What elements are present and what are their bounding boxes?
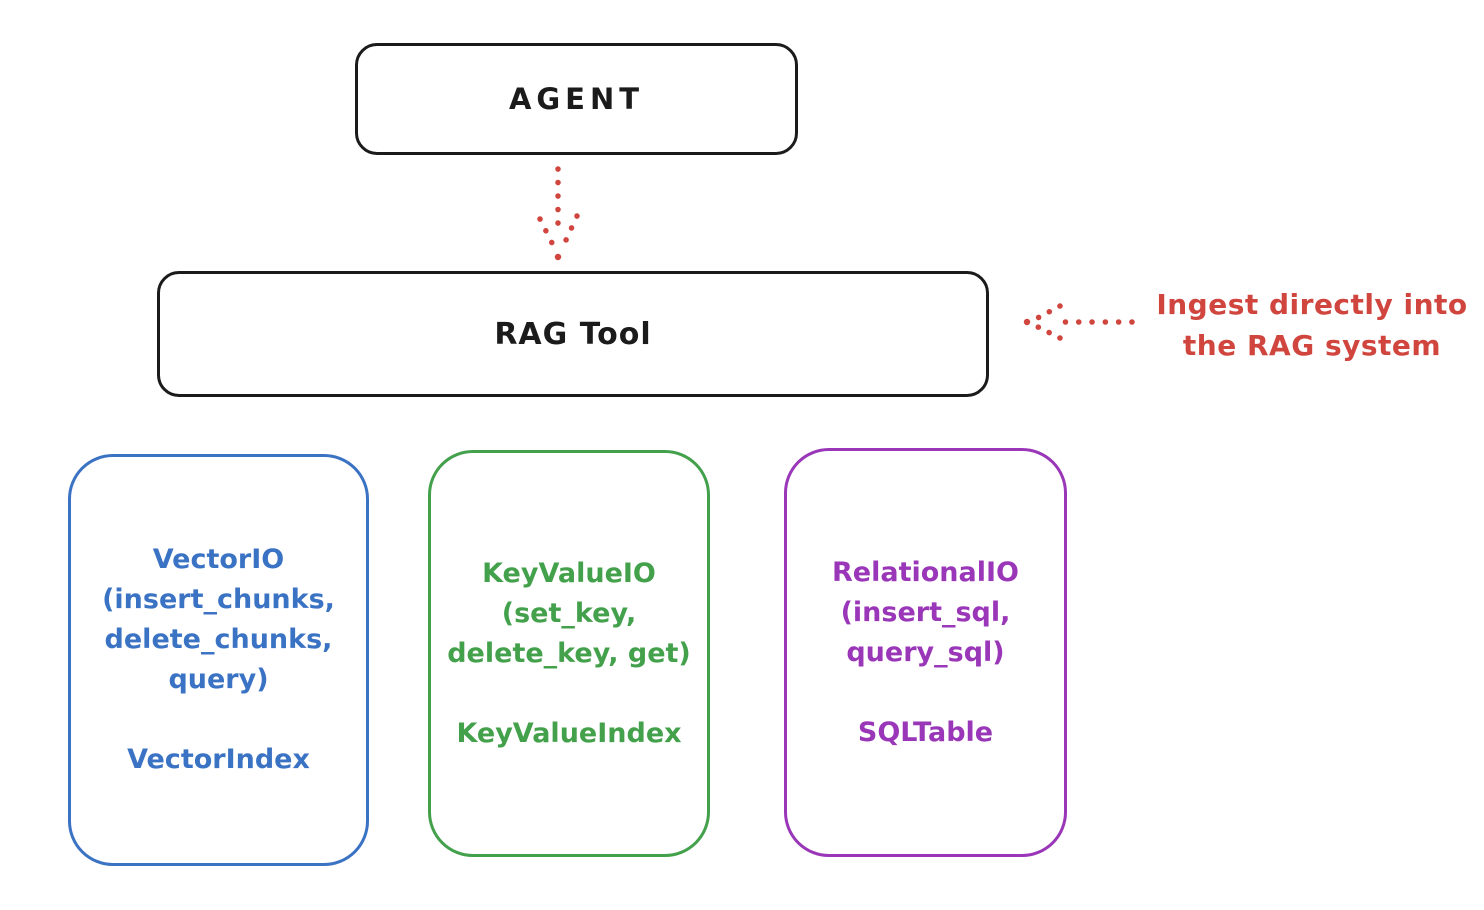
agent-label: AGENT [508,82,645,116]
ingest-annotation: Ingest directly into the RAG system [1140,284,1484,366]
signature-line: (set_key, [501,597,637,629]
keyvalue-io-node: KeyValueIO (set_key, delete_key, get) Ke… [428,450,710,857]
keyvalue-index-label: KeyValueIndex [456,717,682,749]
vector-io-node: VectorIO (insert_chunks, delete_chunks, … [68,454,369,866]
agent-to-ragtool-arrow [537,166,580,261]
vector-index-label: VectorIndex [127,744,310,775]
signature-line: (insert_sql, [840,596,1011,628]
signature-line: delete_chunks, [104,624,333,655]
signature-line: query_sql) [846,636,1005,668]
signature-line: delete_key, get) [447,637,691,669]
vector-io-signature: VectorIO (insert_chunks, delete_chunks, … [102,540,335,700]
signature-line: KeyValueIO [482,557,656,589]
annotation-to-ragtool-arrow [1023,303,1135,341]
rag-tool-label: RAG Tool [494,316,652,352]
keyvalue-io-signature: KeyValueIO (set_key, delete_key, get) [447,554,691,674]
rag-tool-node: RAG Tool [157,271,989,397]
ingest-annotation-line2: the RAG system [1182,329,1442,362]
sql-table-label: SQLTable [857,716,994,748]
relational-io-signature: RelationalIO (insert_sql, query_sql) [832,553,1019,673]
agent-node: AGENT [355,43,798,155]
signature-line: (insert_chunks, [102,584,335,615]
relational-io-node: RelationalIO (insert_sql, query_sql) SQL… [784,448,1067,857]
ingest-annotation-line1: Ingest directly into [1156,288,1468,321]
signature-line: RelationalIO [832,556,1019,588]
signature-line: query) [168,664,269,695]
signature-line: VectorIO [152,544,285,575]
